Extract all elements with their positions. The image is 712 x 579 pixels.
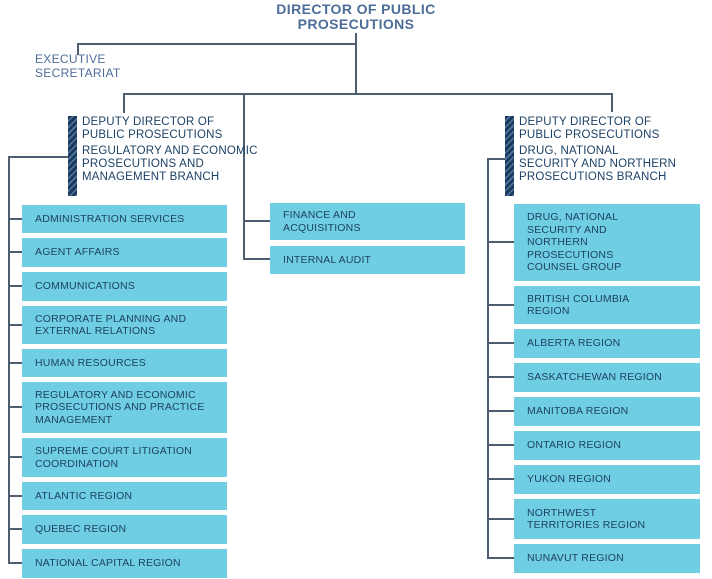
connector-line bbox=[8, 362, 22, 364]
unit-label: QUEBEC REGION bbox=[35, 523, 127, 536]
connector-line bbox=[487, 158, 505, 160]
connector-line bbox=[8, 495, 22, 497]
unit-nunavut-region: NUNAVUT REGION bbox=[514, 544, 700, 573]
page-title: DIRECTOR OF PUBLIC PROSECUTIONS bbox=[276, 1, 436, 32]
unit-atlantic-region: ATLANTIC REGION bbox=[22, 482, 227, 510]
unit-label: HUMAN RESOURCES bbox=[35, 356, 146, 369]
connector-line bbox=[77, 43, 357, 45]
right-deputy-subtitle: DRUG, NATIONAL SECURITY AND NORTHERN PRO… bbox=[519, 145, 677, 183]
connector-line bbox=[243, 95, 245, 260]
connector-line bbox=[77, 43, 79, 55]
unit-label: ALBERTA REGION bbox=[527, 337, 621, 350]
unit-administration-services: ADMINISTRATION SERVICES bbox=[22, 205, 227, 233]
connector-line bbox=[8, 324, 22, 326]
unit-saskatchewan-region: SASKATCHEWAN REGION bbox=[514, 363, 700, 392]
connector-line bbox=[487, 241, 514, 243]
executive-secretariat-label: EXECUTIVE SECRETARIAT bbox=[35, 52, 121, 80]
connector-line bbox=[8, 456, 22, 458]
unit-label: SASKATCHEWAN REGION bbox=[527, 371, 663, 384]
connector-line bbox=[487, 158, 489, 559]
unit-label: MANITOBA REGION bbox=[527, 405, 629, 418]
unit-finance-and-acquisitions: FINANCE AND ACQUISITIONS bbox=[270, 203, 465, 240]
unit-northwest-territories-region: NORTHWEST TERRITORIES REGION bbox=[514, 499, 700, 539]
connector-line bbox=[355, 33, 357, 95]
unit-regulatory-economic-prosecutions-practice-management: REGULATORY AND ECONOMIC PROSECUTIONS AND… bbox=[22, 382, 227, 433]
connector-line bbox=[8, 562, 22, 564]
unit-label: NORTHWEST TERRITORIES REGION bbox=[527, 506, 646, 532]
unit-drug-national-security-northern-prosecutions-counsel-group: DRUG, NATIONAL SECURITY AND NORTHERN PRO… bbox=[514, 204, 700, 281]
connector-line bbox=[487, 444, 514, 446]
unit-label: YUKON REGION bbox=[527, 473, 612, 486]
left-deputy-stripe-bar-icon bbox=[68, 116, 77, 196]
connector-line bbox=[8, 285, 22, 287]
right-deputy-title: DEPUTY DIRECTOR OF PUBLIC PROSECUTIONS bbox=[519, 116, 660, 141]
connector-line bbox=[123, 93, 613, 95]
unit-label: COMMUNICATIONS bbox=[35, 280, 136, 293]
unit-quebec-region: QUEBEC REGION bbox=[22, 515, 227, 544]
connector-line bbox=[243, 258, 270, 260]
unit-communications: COMMUNICATIONS bbox=[22, 272, 227, 301]
unit-label: DRUG, NATIONAL SECURITY AND NORTHERN PRO… bbox=[527, 211, 622, 274]
left-deputy-title: DEPUTY DIRECTOR OF PUBLIC PROSECUTIONS bbox=[82, 116, 223, 141]
unit-label: REGULATORY AND ECONOMIC PROSECUTIONS AND… bbox=[35, 388, 205, 426]
unit-ontario-region: ONTARIO REGION bbox=[514, 431, 700, 460]
connector-line bbox=[487, 410, 514, 412]
connector-line bbox=[8, 156, 68, 158]
connector-line bbox=[611, 93, 613, 112]
left-deputy-subtitle: REGULATORY AND ECONOMIC PROSECUTIONS AND… bbox=[82, 145, 258, 183]
connector-line bbox=[487, 342, 514, 344]
connector-line bbox=[487, 304, 514, 306]
unit-label: INTERNAL AUDIT bbox=[283, 253, 372, 266]
connector-line bbox=[243, 220, 270, 222]
connector-line bbox=[487, 557, 514, 559]
unit-label: BRITISH COLUMBIA REGION bbox=[527, 292, 630, 318]
unit-label: SUPREME COURT LITIGATION COORDINATION bbox=[35, 445, 193, 470]
connector-line bbox=[8, 406, 22, 408]
unit-label: ONTARIO REGION bbox=[527, 439, 622, 452]
unit-label: FINANCE AND ACQUISITIONS bbox=[283, 209, 361, 234]
unit-label: ATLANTIC REGION bbox=[35, 489, 133, 502]
right-deputy-heading: DEPUTY DIRECTOR OF PUBLIC PROSECUTIONS D… bbox=[519, 116, 676, 184]
unit-label: AGENT AFFAIRS bbox=[35, 246, 120, 259]
unit-label: ADMINISTRATION SERVICES bbox=[35, 212, 185, 225]
unit-corporate-planning-external-relations: CORPORATE PLANNING AND EXTERNAL RELATION… bbox=[22, 306, 227, 344]
unit-national-capital-region: NATIONAL CAPITAL REGION bbox=[22, 549, 227, 578]
connector-line bbox=[487, 478, 514, 480]
connector-line bbox=[123, 93, 125, 113]
connector-line bbox=[8, 218, 22, 220]
connector-line bbox=[8, 251, 22, 253]
unit-label: NUNAVUT REGION bbox=[527, 552, 624, 565]
unit-internal-audit: INTERNAL AUDIT bbox=[270, 246, 465, 274]
right-deputy-stripe-bar-icon bbox=[505, 116, 514, 196]
unit-human-resources: HUMAN RESOURCES bbox=[22, 349, 227, 377]
unit-british-columbia-region: BRITISH COLUMBIA REGION bbox=[514, 286, 700, 324]
unit-manitoba-region: MANITOBA REGION bbox=[514, 397, 700, 426]
connector-line bbox=[487, 518, 514, 520]
connector-line bbox=[8, 528, 22, 530]
left-deputy-heading: DEPUTY DIRECTOR OF PUBLIC PROSECUTIONS R… bbox=[82, 116, 258, 184]
unit-label: NATIONAL CAPITAL REGION bbox=[35, 557, 181, 570]
unit-label: CORPORATE PLANNING AND EXTERNAL RELATION… bbox=[35, 312, 187, 338]
unit-yukon-region: YUKON REGION bbox=[514, 465, 700, 494]
connector-line bbox=[8, 156, 10, 564]
unit-agent-affairs: AGENT AFFAIRS bbox=[22, 238, 227, 267]
unit-supreme-court-litigation-coordination: SUPREME COURT LITIGATION COORDINATION bbox=[22, 438, 227, 477]
connector-line bbox=[487, 376, 514, 378]
unit-alberta-region: ALBERTA REGION bbox=[514, 329, 700, 358]
